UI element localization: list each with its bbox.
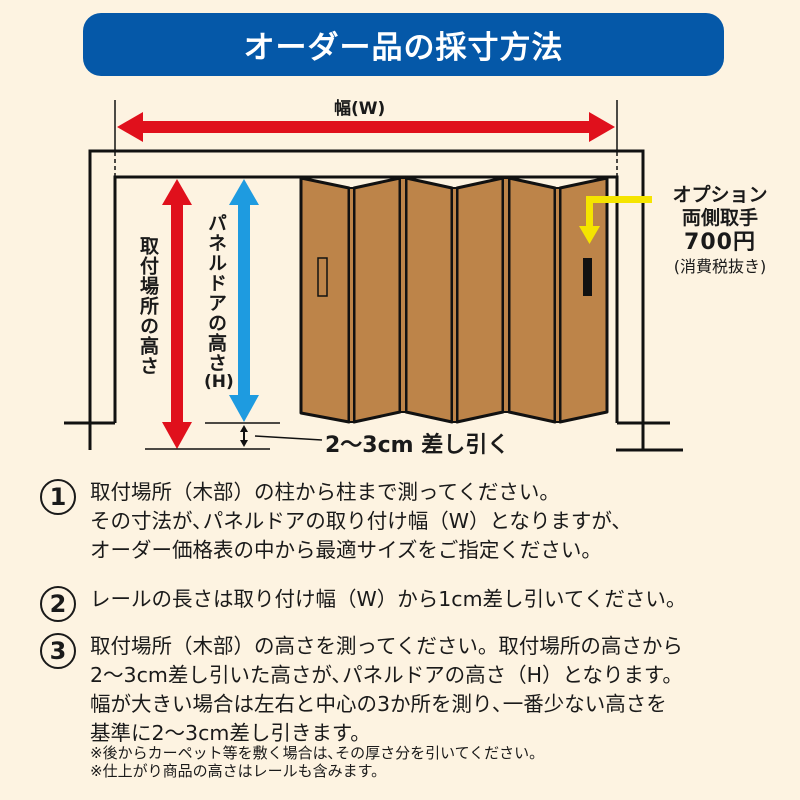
step-1-line-1: 取付場所（木部）の柱から柱まで測ってください。 (90, 480, 560, 504)
mount-height-arrow (162, 179, 192, 449)
note-1: ※後からカーペット等を敷く場合は､その厚さ分を引いてください。 (90, 744, 545, 762)
option-title: オプション (672, 184, 768, 206)
step-3: 3 取付場所（木部）の高さを測ってください。取付場所の高さから 2〜3cm差し引… (38, 632, 798, 748)
door-hinges (348, 177, 561, 423)
width-label: 幅(W) (334, 99, 386, 119)
title-banner: オーダー品の採寸方法 (83, 13, 724, 76)
step-3-line-2: 2〜3cm差し引いた高さが､パネルドアの高さ（H）となります。 (90, 663, 683, 687)
step-1-line-3: オーダー価格表の中から最適サイズをご指定ください。 (90, 538, 602, 562)
panel-height-label: パネルドアの高さ (205, 213, 227, 373)
step-number-3: 3 (40, 633, 76, 669)
width-arrow (117, 112, 615, 142)
door-panel-4 (455, 176, 505, 424)
step-3-line-1: 取付場所（木部）の高さを測ってください。取付場所の高さから (90, 634, 683, 658)
step-2: 2 レールの長さは取り付け幅（W）から1cm差し引いてください。 (38, 585, 798, 622)
step-number-1: 1 (40, 479, 76, 515)
step-3-line-4: 基準に2〜3cm差し引きます。 (90, 721, 371, 745)
handle-option (583, 258, 592, 296)
option-price: 700円 (684, 230, 756, 256)
step-number-2: 2 (40, 586, 76, 622)
door-frame (64, 149, 670, 450)
door-panel-1 (299, 176, 351, 424)
panel-height-arrow (229, 179, 259, 422)
instruction-steps: 1 取付場所（木部）の柱から柱まで測ってください。 その寸法が､パネルドアの取り… (38, 478, 798, 748)
door-panel-6 (558, 176, 609, 424)
option-name: 両側取手 (681, 207, 758, 230)
deduct-label: 2〜3cm 差し引く (325, 433, 510, 458)
mount-height-label: 取付場所の高さ (137, 236, 159, 376)
door-panel-2 (352, 176, 402, 424)
notes: ※後からカーペット等を敷く場合は､その厚さ分を引いてください。 ※仕上がり商品の… (90, 744, 544, 780)
step-1: 1 取付場所（木部）の柱から柱まで測ってください。 その寸法が､パネルドアの取り… (38, 478, 798, 565)
handle-outline (317, 257, 328, 297)
door-panel-5 (507, 176, 557, 424)
step-2-line-1: レールの長さは取り付け幅（W）から1cm差し引いてください。 (90, 587, 687, 611)
step-1-line-2: その寸法が､パネルドアの取り付け幅（W）となりますが､ (90, 509, 623, 533)
option-tax-note: (消費税抜き) (673, 257, 767, 277)
step-3-line-3: 幅が大きい場合は左右と中心の3か所を測り､一番少ない高さを (90, 692, 667, 716)
door-panel-3 (404, 176, 454, 424)
width-reference-lines (114, 100, 618, 177)
deduct-arrow (240, 425, 323, 447)
note-2: ※仕上がり商品の高さはレールも含みます。 (90, 762, 387, 780)
panel-height-symbol: (H) (204, 372, 234, 392)
option-arrow (579, 196, 652, 244)
page-title: オーダー品の採寸方法 (243, 30, 564, 66)
option-label: オプション 両側取手 700円 (消費税抜き) (650, 184, 790, 277)
